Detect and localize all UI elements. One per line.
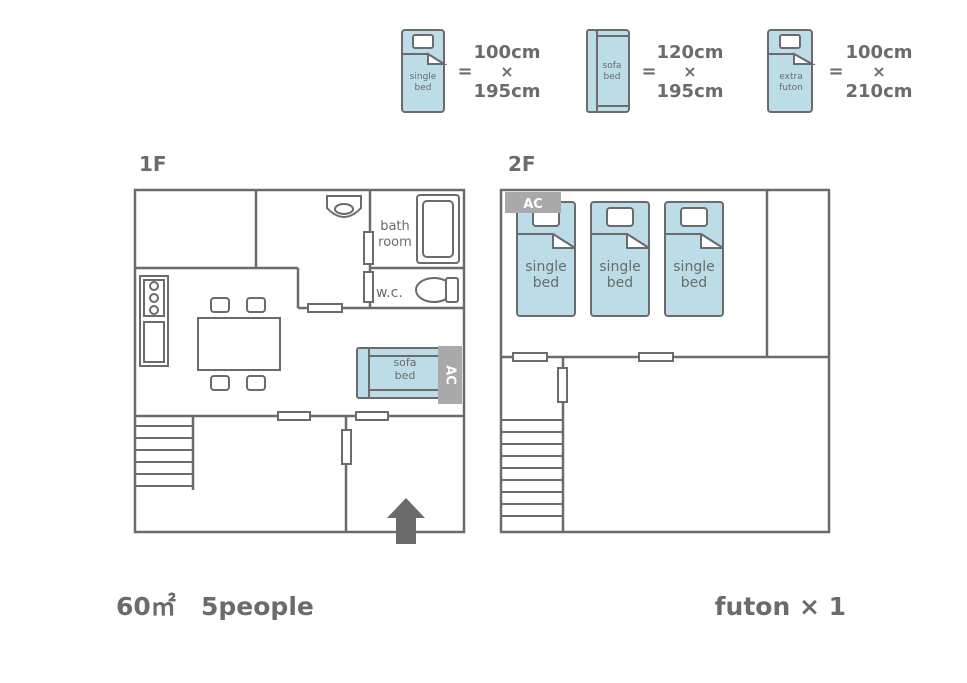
legend-sofa-bed: sofa bed = 120cm × 195cm	[586, 29, 724, 113]
futon-icon	[767, 29, 816, 113]
floor2-title: 2F	[508, 152, 536, 176]
legend-single-times: ×	[500, 62, 513, 81]
ac-label-floor1: AC	[443, 365, 458, 385]
futon-count-label: futon × 1	[715, 592, 846, 621]
entrance-arrow-icon	[387, 498, 425, 544]
dining-table	[197, 297, 281, 391]
kitchen-counter	[139, 275, 169, 367]
legend-single-label-1: single	[410, 72, 437, 82]
area-label: 60㎡	[116, 592, 176, 621]
legend-sofa-times: ×	[683, 62, 696, 81]
bed1-label-2: bed	[533, 275, 559, 291]
sofa-bed	[356, 347, 442, 399]
legend-sofa-width: 120cm	[657, 42, 724, 63]
ac-unit-floor1: AC	[438, 346, 462, 404]
legend-single-label-2: bed	[415, 83, 432, 93]
floor1-doors	[277, 231, 389, 465]
legend-single-width: 100cm	[474, 42, 541, 63]
legend-single-bed: single bed = 100cm × 195cm	[401, 29, 541, 113]
bathroom-label-2: room	[378, 235, 412, 250]
legend-futon-width: 100cm	[846, 42, 913, 63]
wc-label: w.c.	[376, 285, 403, 301]
bed2-label-2: bed	[607, 275, 633, 291]
sofa-bed-label-2: bed	[395, 369, 416, 382]
legend-sofa-equals: =	[641, 61, 656, 82]
bed3-label-1: single	[673, 259, 714, 275]
legend-single-height: 195cm	[474, 81, 541, 102]
floor1-plan	[133, 188, 466, 534]
sink-icon	[326, 195, 362, 218]
bed2-label-1: single	[599, 259, 640, 275]
floor1-stairs	[135, 425, 193, 487]
legend-futon-times: ×	[872, 62, 885, 81]
ac-unit-floor2: AC	[505, 192, 561, 213]
legend-futon-label-1: extra	[779, 72, 802, 82]
floor1-title: 1F	[139, 152, 167, 176]
ac-label-floor2: AC	[523, 197, 543, 212]
legend-extra-futon: extra futon = 100cm × 210cm	[767, 29, 913, 113]
legend-single-equals: =	[457, 61, 472, 82]
legend-sofa-height: 195cm	[657, 81, 724, 102]
sofa-bed-icon	[586, 29, 630, 113]
capacity-label: 5people	[201, 592, 314, 621]
bathtub-icon	[416, 194, 460, 264]
bed1-label-1: single	[525, 259, 566, 275]
floor2-doors	[512, 352, 674, 403]
floor2-stairs	[501, 419, 563, 517]
legend-sofa-label-2: bed	[604, 72, 621, 82]
legend-sofa-label-1: sofa	[603, 61, 622, 71]
legend-futon-label-2: futon	[779, 83, 803, 93]
legend-futon-height: 210cm	[846, 81, 913, 102]
toilet-icon	[415, 277, 459, 303]
bathroom-label-1: bath	[380, 219, 410, 234]
sofa-bed-label-1: sofa	[393, 356, 416, 369]
legend-futon-equals: =	[828, 61, 843, 82]
single-bed-icon	[401, 29, 448, 113]
bed3-label-2: bed	[681, 275, 707, 291]
